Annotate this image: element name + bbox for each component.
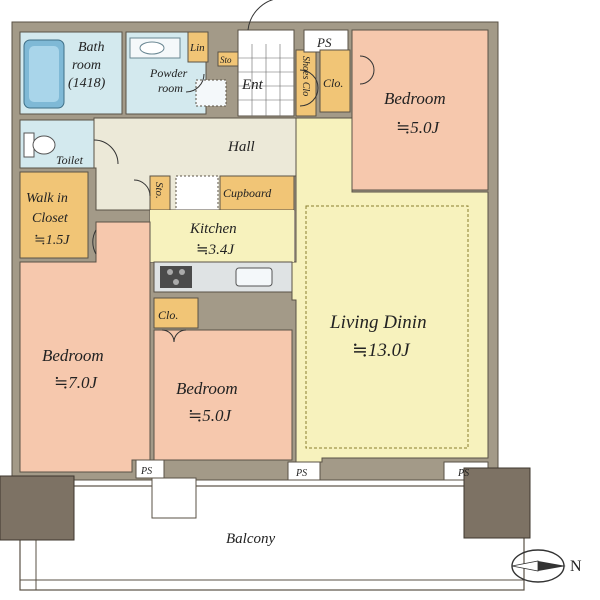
label-hall: Hall	[227, 139, 255, 155]
label-ps-bottom-1: PS	[140, 466, 152, 477]
label-bedroom-s: Bedroom	[176, 379, 238, 398]
label-powder-2: room	[158, 81, 183, 95]
ps-bottom-1-area	[135, 459, 165, 479]
washbasin	[139, 41, 165, 55]
label-kitchen: Kitchen	[189, 221, 237, 237]
label-balcony: Balcony	[226, 531, 275, 547]
label-ps-bottom-3: PS	[457, 468, 469, 479]
entrance-door-swing	[247, 0, 274, 31]
kitchen-sink	[235, 267, 273, 287]
bedroom-ne-area	[351, 29, 489, 191]
closet-mid-area	[153, 297, 199, 329]
living-dashed-area	[305, 205, 469, 449]
compass-north-label: N	[570, 558, 582, 575]
balcony-pillar-right	[463, 467, 531, 539]
toilet-bowl	[32, 135, 56, 155]
label-closet-mid: Clo.	[158, 308, 178, 322]
kitchen-upper-area	[150, 210, 294, 262]
cooktop	[160, 266, 192, 288]
closet-top-area	[319, 49, 351, 113]
ps-bottom-2-area	[287, 461, 321, 481]
balcony-pillar-left	[0, 475, 75, 541]
label-shoes-closet: Shoes Clo	[300, 56, 311, 96]
label-walk-in-1: Walk in	[26, 191, 68, 206]
entrance-tile-grid	[238, 44, 294, 116]
balcony-area	[19, 485, 525, 591]
bathtub-inner	[29, 46, 59, 102]
label-bath-3: (1418)	[68, 76, 106, 91]
label-ps-bottom-2: PS	[295, 468, 307, 479]
label-bath-1: Bath	[78, 40, 104, 55]
label-living-size: ≒13.0J	[352, 340, 411, 361]
compass-icon: N	[511, 549, 582, 583]
linen-closet-area	[187, 31, 209, 63]
walk-in-closet-area	[19, 171, 89, 259]
label-toilet: Toilet	[56, 153, 84, 167]
label-bedroom-s-size: ≒5.0J	[188, 406, 232, 425]
label-entrance: Ent	[241, 77, 264, 93]
label-cupboard: Cupboard	[223, 186, 272, 200]
label-walk-in-2: Closet	[32, 211, 69, 226]
label-walk-in-size: ≒1.5J	[34, 233, 70, 248]
label-bedroom-w-size: ≒7.0J	[54, 373, 98, 392]
label-closet-top: Clo.	[323, 76, 343, 90]
label-sto-small: Sto	[220, 55, 232, 65]
cupboard-area	[219, 175, 295, 211]
label-bedroom-ne: Bedroom	[384, 89, 446, 108]
label-powder-1: Powder	[149, 66, 188, 80]
label-bath-2: room	[72, 58, 101, 73]
interior-door-swings	[92, 55, 375, 343]
label-sto-kitchen: Sto.	[153, 182, 165, 199]
label-bedroom-w: Bedroom	[42, 346, 104, 365]
bedroom-s-area	[153, 329, 293, 461]
label-bedroom-ne-size: ≒5.0J	[396, 118, 440, 137]
label-ps-top: PS	[316, 35, 332, 50]
label-lin: Lin	[189, 42, 205, 54]
cupboard-fridge-area	[175, 175, 219, 211]
label-kitchen-size: ≒3.4J	[196, 242, 235, 258]
balcony-partition	[151, 477, 197, 519]
label-living: Living Dinin	[329, 312, 427, 333]
